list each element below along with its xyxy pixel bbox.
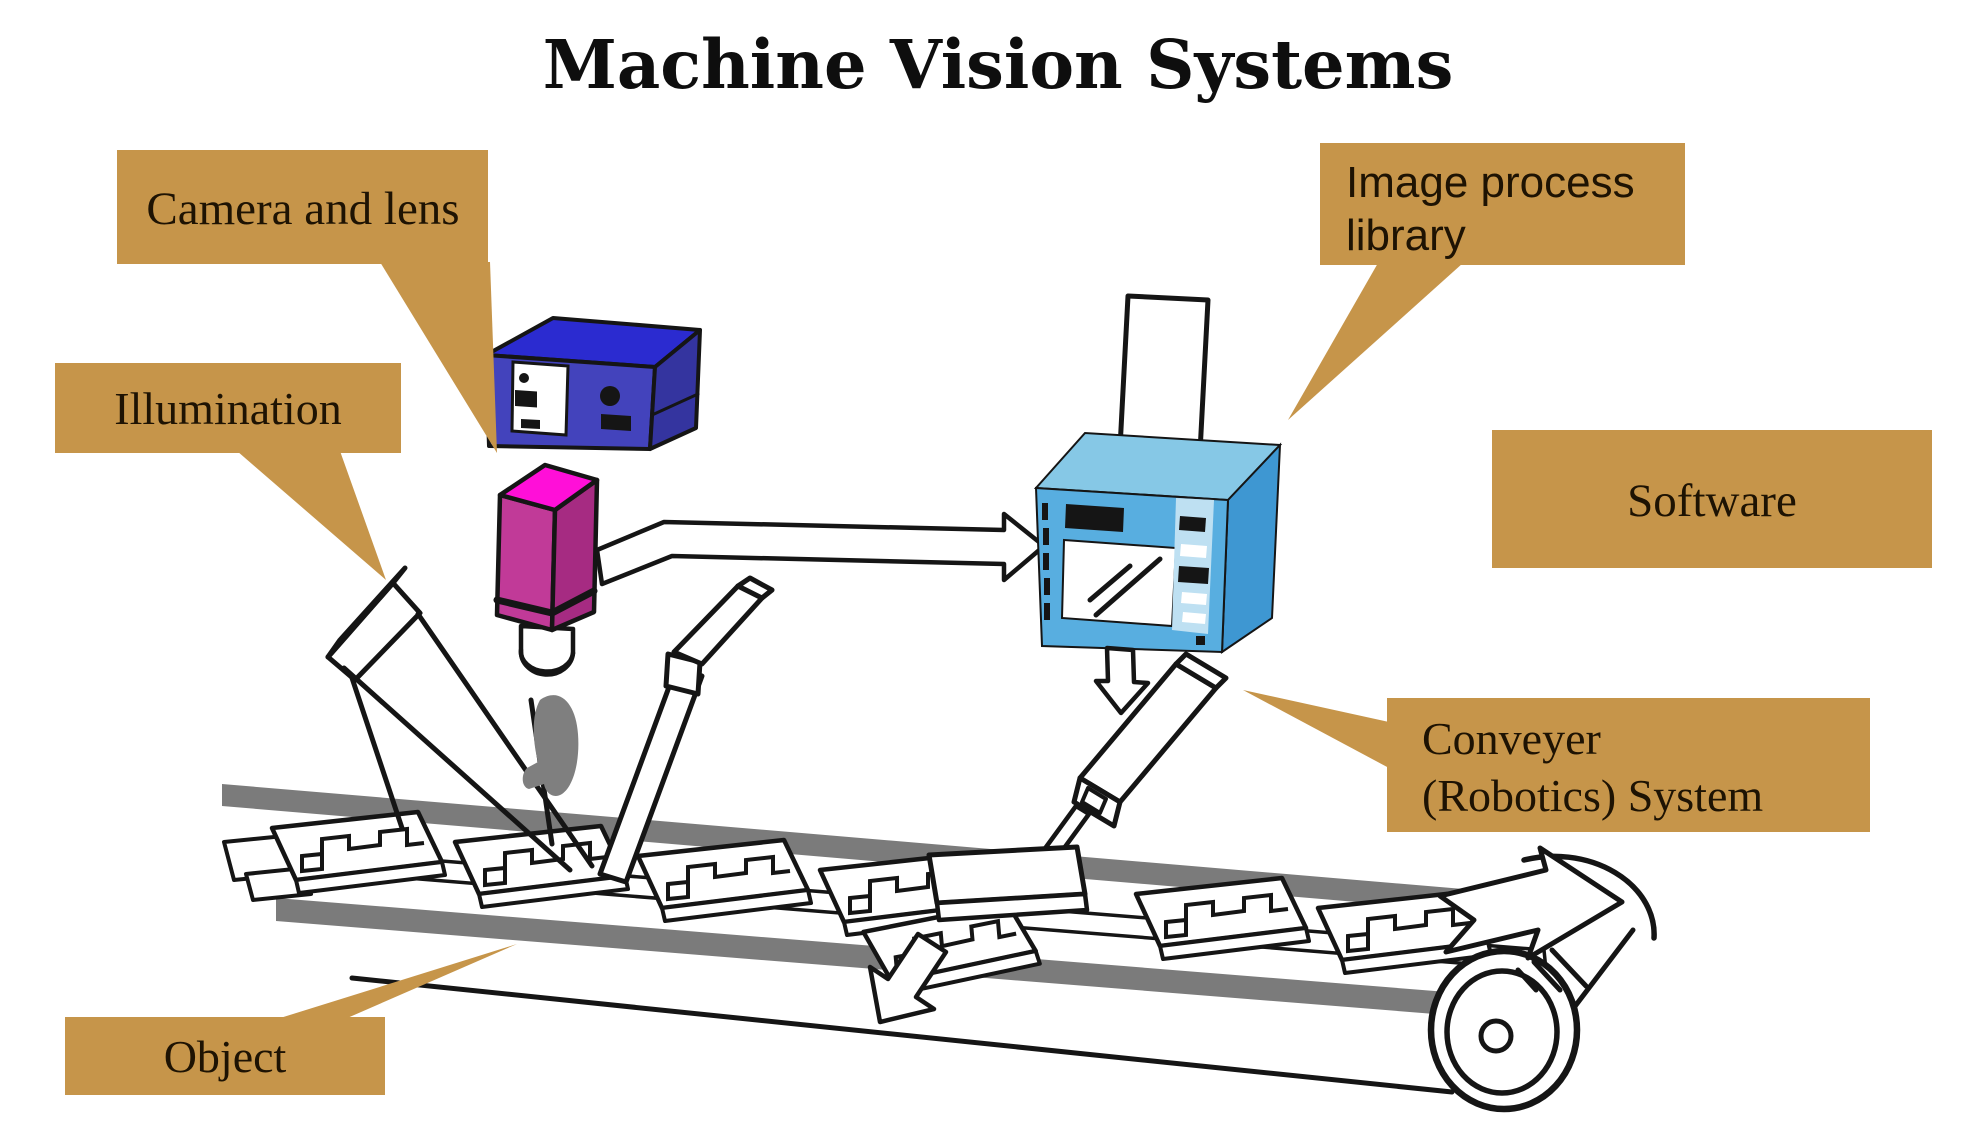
- paper-sheet: [1117, 293, 1211, 455]
- label-image-process-library: Image process library: [1288, 143, 1685, 420]
- signal-arrow: [594, 511, 1047, 587]
- label-text-line2: (Robotics) System: [1422, 770, 1763, 821]
- label-box: [55, 363, 401, 453]
- label-tail: [380, 262, 497, 453]
- camera-lens-unit: [493, 462, 600, 796]
- camera-box-side: [648, 328, 702, 451]
- object-plate: [272, 812, 445, 893]
- page-title: Machine Vision Systems: [543, 25, 1454, 104]
- belt-front-edge: [349, 975, 1455, 1095]
- computer-screen: [1060, 538, 1178, 628]
- label-tail: [1243, 690, 1389, 768]
- label-conveyer-robotics-system: Conveyer (Robotics) System: [1243, 690, 1870, 832]
- computer-slot: [1065, 504, 1124, 532]
- lens-shadow-blob: [522, 695, 579, 796]
- label-box: [1320, 143, 1685, 265]
- computer-icon: [1033, 293, 1283, 654]
- computer-edge-dashes: [1042, 503, 1050, 620]
- label-box: [1387, 698, 1870, 832]
- label-illumination: Illumination: [55, 363, 401, 580]
- label-camera-and-lens: Camera and lens: [117, 150, 497, 453]
- robot-arm: [926, 651, 1229, 923]
- label-text-line1: Image process: [1346, 158, 1635, 207]
- camera-lens-glass-line: [518, 647, 576, 674]
- label-text-line1: Conveyer: [1422, 713, 1601, 764]
- label-text: Camera and lens: [146, 183, 459, 235]
- illumination-lamp-left: [325, 565, 595, 873]
- label-tail: [277, 944, 517, 1019]
- label-tail: [1288, 263, 1463, 420]
- label-text: Illumination: [114, 383, 341, 434]
- pusher-bar-edge: [934, 891, 1090, 923]
- label-box: [65, 1017, 385, 1095]
- illumination-lamp-right: [597, 575, 775, 885]
- belt-roller: [1427, 853, 1657, 1113]
- label-object: Object: [65, 944, 517, 1095]
- label-software: Software: [1492, 430, 1932, 568]
- reject-arrow-icon: [867, 931, 949, 1025]
- camera-control-unit: [484, 316, 702, 451]
- label-text-line2: library: [1346, 211, 1466, 260]
- belt-lower-stripe: [276, 898, 1460, 1016]
- label-text: Software: [1627, 475, 1797, 527]
- label-text: Object: [164, 1031, 287, 1082]
- lens-body-band: [493, 587, 598, 617]
- down-arrow-icon: [1093, 645, 1151, 716]
- flow-arrow-icon: [1437, 845, 1625, 993]
- label-tail: [237, 451, 386, 580]
- lens-body-top: [497, 462, 600, 513]
- label-box: [1492, 430, 1932, 568]
- label-box: [117, 150, 488, 264]
